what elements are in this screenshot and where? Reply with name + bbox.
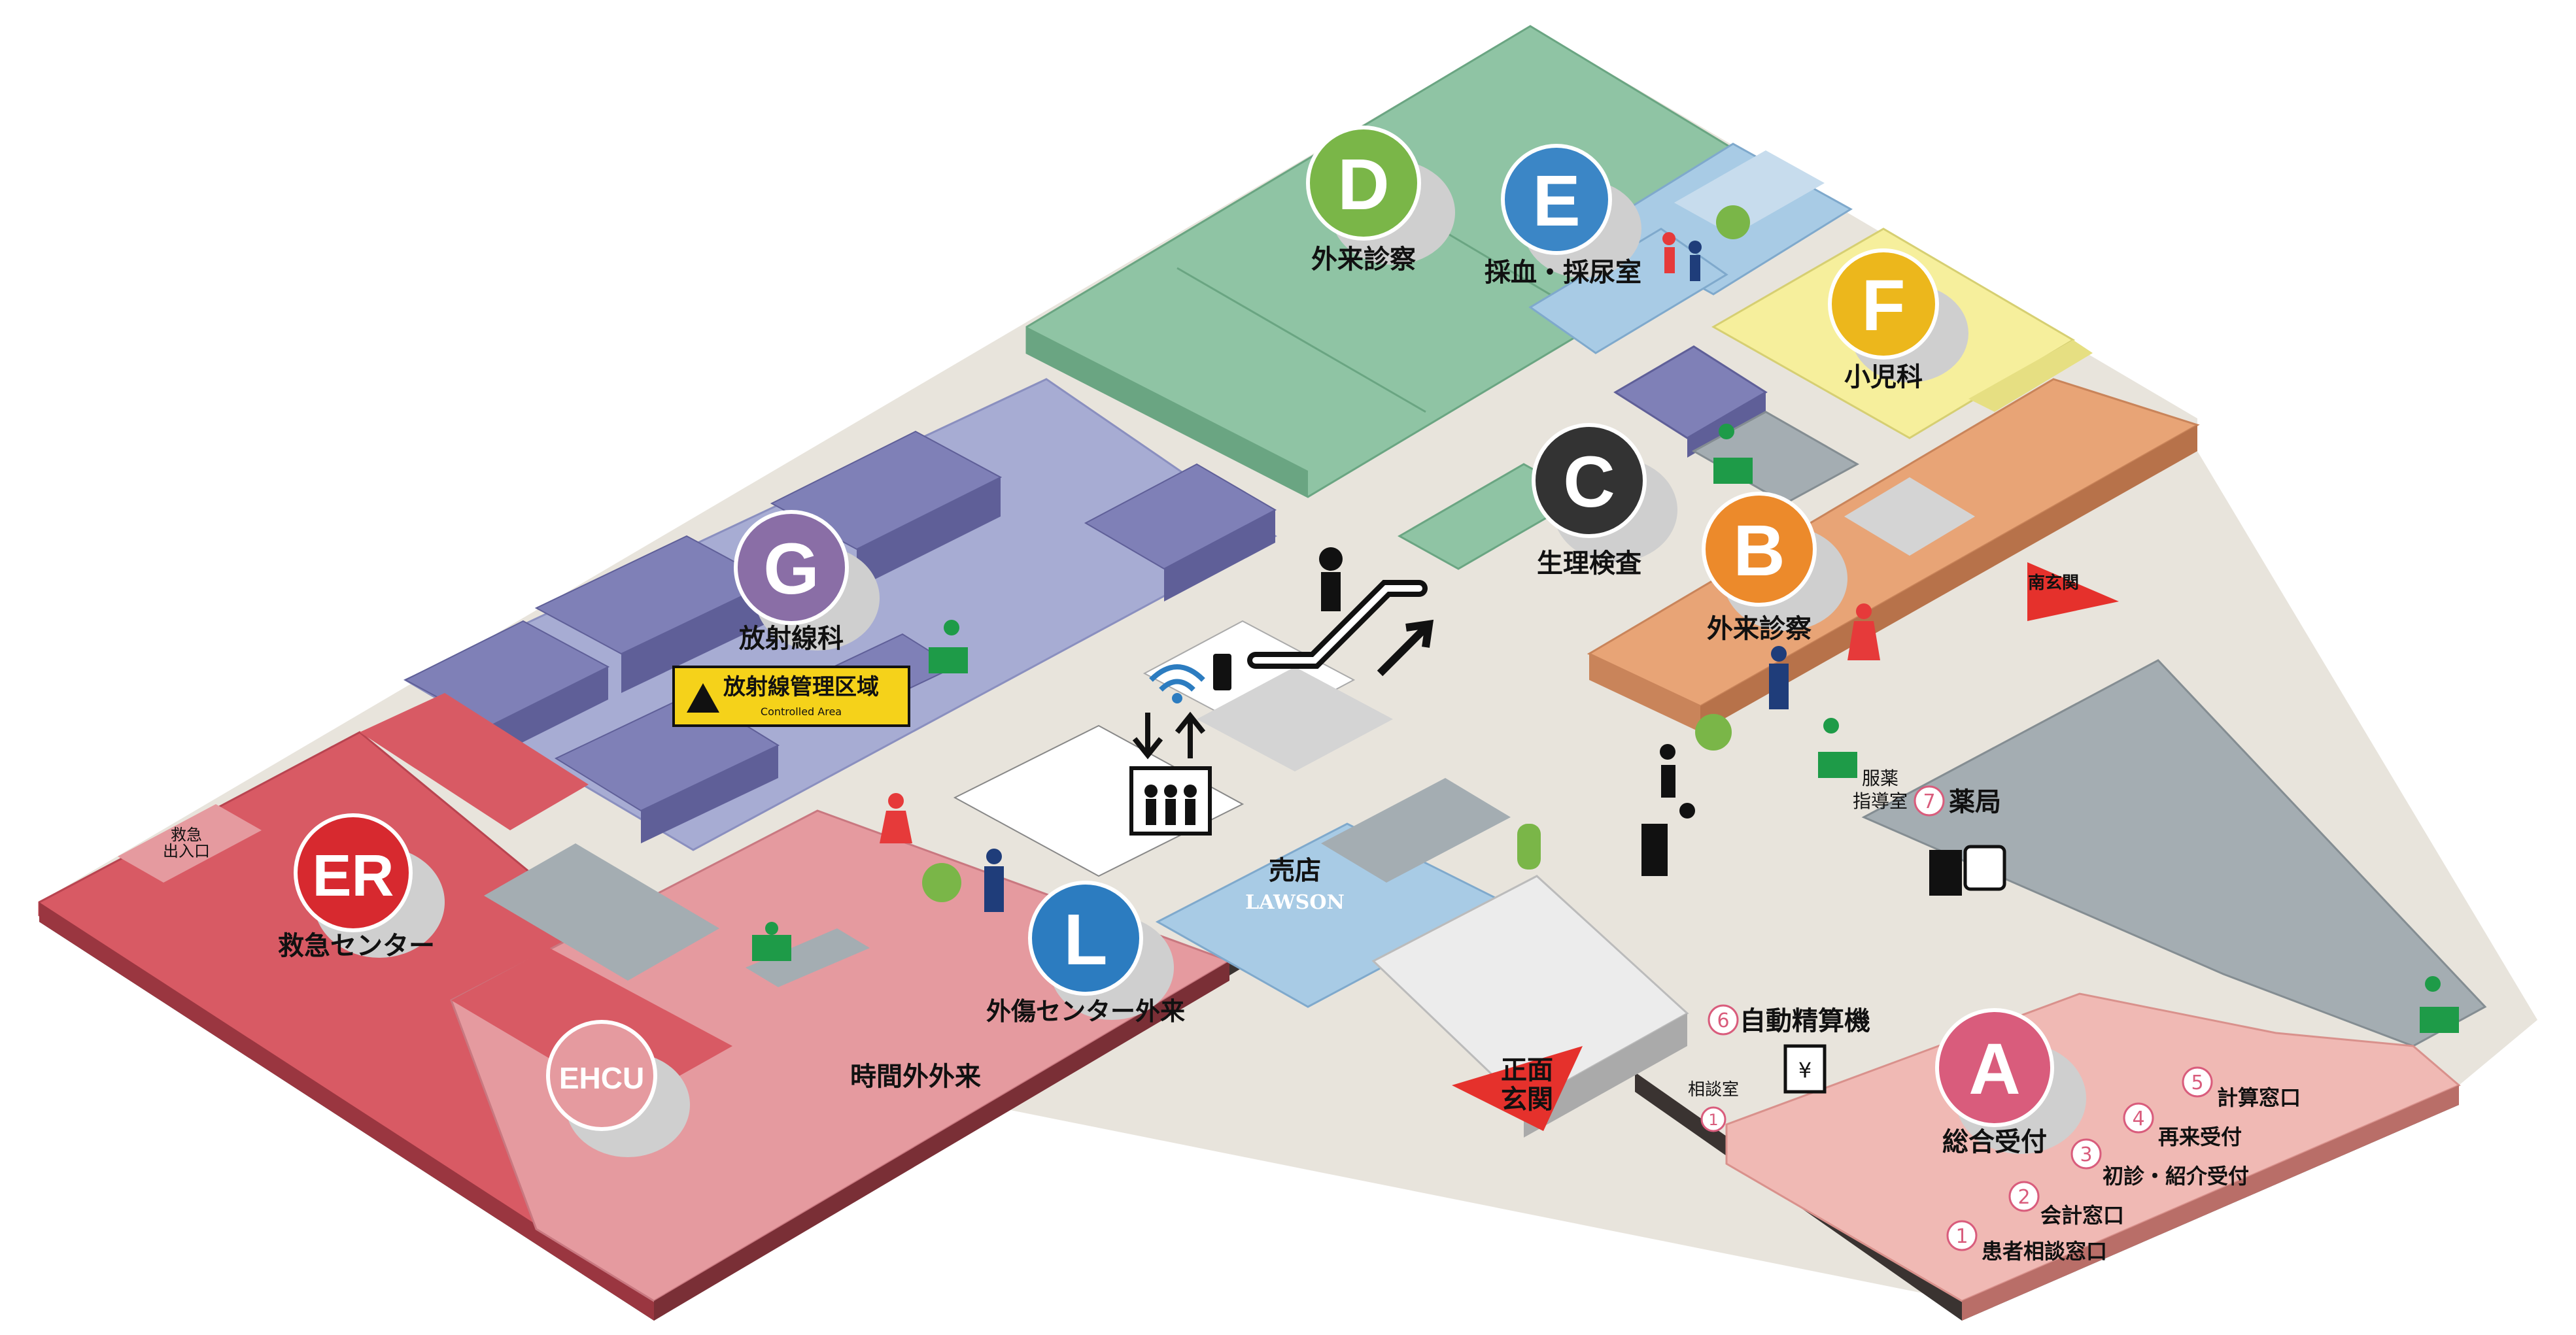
restroom-icons-e <box>1662 205 1750 281</box>
telephone-icon <box>1517 824 1541 870</box>
dept-d-label: 外来診察 <box>1311 245 1416 275</box>
radiation-warning-sign: 放射線管理区域 Controlled Area <box>672 666 910 727</box>
wifi-icon <box>1149 664 1205 703</box>
dept-a-letter: A <box>1968 1029 2020 1109</box>
area-er-red <box>38 693 656 1321</box>
dept-b-letter: B <box>1733 511 1785 591</box>
main-entrance-structure <box>1371 875 1689 1138</box>
escalator-icon <box>1247 547 1434 677</box>
counter-3: 3 初診・紹介受付 <box>2070 1138 2249 1189</box>
counter-5-label: 計算窓口 <box>2217 1085 2301 1110</box>
dept-marker-d: D 外来診察 <box>1306 126 1455 275</box>
counter-1-num: 1 <box>1955 1225 1968 1248</box>
auto-payment-num: 6 <box>1717 1009 1729 1032</box>
counter-4: 4 再来受付 <box>2123 1102 2242 1149</box>
dept-g-label: 放射線科 <box>739 624 844 654</box>
warning-sub-label: Controlled Area <box>761 705 842 718</box>
restroom-female-icon <box>1847 603 1880 660</box>
dept-c-letter: C <box>1563 442 1615 522</box>
dept-er-letter: ER <box>312 843 394 909</box>
dept-marker-e: E 採血・採尿室 <box>1485 144 1641 288</box>
dept-marker-er: ER 救急センター <box>278 813 445 961</box>
pharmacy-label-group: 7 薬局 <box>1914 785 2001 817</box>
lawson-label: LAWSON <box>1245 891 1345 914</box>
dept-f-letter: F <box>1861 265 1905 346</box>
emergency-exit-icon <box>746 922 870 987</box>
south-entrance-label: 南玄関 <box>2028 573 2079 593</box>
emergency-entrance-label-1: 救急 <box>171 826 202 844</box>
pharmacy-icon <box>1929 845 2006 896</box>
information-icon <box>1641 744 1695 876</box>
dept-e-letter: E <box>1532 161 1580 241</box>
dept-g-letter: G <box>763 529 819 609</box>
dept-marker-c: C 生理検査 <box>1532 423 1677 579</box>
dept-d-letter: D <box>1337 144 1389 225</box>
consult-room-num: 1 <box>1708 1111 1718 1129</box>
dept-marker-a: A 総合受付 <box>1935 1008 2086 1157</box>
dept-b-label: 外来診察 <box>1707 614 1812 644</box>
consult-room-group: 相談室 1 <box>1688 1080 1739 1132</box>
counter-3-num: 3 <box>2080 1143 2092 1166</box>
ehcu-label: EHCU <box>559 1061 644 1095</box>
restroom-male-icon <box>984 849 1004 912</box>
counter-4-label: 再来受付 <box>2158 1124 2242 1149</box>
area-er-gray <box>484 843 719 981</box>
warning-main-label: 放射線管理区域 <box>723 674 879 700</box>
emergency-exit-icon <box>1818 718 1857 778</box>
shop-label: 売店 <box>1269 856 1321 886</box>
emergency-entrance-label-2: 出入口 <box>163 842 210 860</box>
south-entrance-arrow <box>2027 562 2119 621</box>
area-d-green <box>1025 25 1813 498</box>
counter-2-label: 会計窓口 <box>2040 1203 2124 1228</box>
dept-f-label: 小児科 <box>1844 362 1923 392</box>
wheelchair-icon <box>1695 714 1732 751</box>
main-entrance-label-2: 玄関 <box>1501 1085 1553 1115</box>
mobile-phone-icon <box>1213 654 1231 690</box>
counter-1: 1 患者相談窓口 <box>1946 1220 2107 1264</box>
emergency-exit-icon <box>2420 976 2459 1033</box>
counter-2-num: 2 <box>2018 1186 2030 1209</box>
wheelchair-icon <box>922 863 961 902</box>
dept-c-label: 生理検査 <box>1537 549 1641 579</box>
dept-marker-b: B 外来診察 <box>1702 492 1847 644</box>
elevator-icon <box>1129 711 1212 836</box>
dept-marker-l: L 外傷センター外来 <box>986 881 1185 1026</box>
med-guidance-label-2: 指導室 <box>1853 790 1908 812</box>
dept-marker-f: F 小児科 <box>1828 248 1968 392</box>
emergency-exit-icon <box>1713 424 1753 484</box>
ehcu-marker: EHCU <box>546 1020 690 1157</box>
restroom-female-icon <box>880 793 912 843</box>
pharmacy-label: 薬局 <box>1949 787 2001 817</box>
area-c-gray <box>1691 411 1975 556</box>
time-outside-label: 時間外外来 <box>850 1062 981 1092</box>
central-elevator-hall <box>953 620 1393 877</box>
auto-payment-label-group: 6 自動精算機 <box>1708 1004 1870 1036</box>
dept-er-label: 救急センター <box>278 931 435 961</box>
main-entrance-arrow <box>1452 1046 1583 1131</box>
emergency-exit-icon <box>929 620 968 673</box>
dept-l-label: 外傷センター外来 <box>986 997 1185 1026</box>
auto-payment-label: 自動精算機 <box>1740 1006 1870 1036</box>
dept-marker-g: G 放射線科 <box>734 510 880 654</box>
restroom-male-icon <box>1769 646 1789 709</box>
counter-4-num: 4 <box>2132 1107 2144 1130</box>
consult-room-label: 相談室 <box>1688 1080 1739 1100</box>
dept-a-label: 総合受付 <box>1942 1127 2047 1157</box>
counter-5-num: 5 <box>2191 1072 2203 1094</box>
counter-5: 5 計算窓口 <box>2182 1066 2301 1110</box>
dept-e-label: 採血・採尿室 <box>1485 258 1641 288</box>
dept-l-letter: L <box>1063 900 1107 980</box>
counter-2: 2 会計窓口 <box>2008 1181 2124 1228</box>
counter-3-label: 初診・紹介受付 <box>2103 1164 2249 1189</box>
pharmacy-num: 7 <box>1923 790 1935 813</box>
payment-machine-icon: ¥ <box>1783 1044 1827 1094</box>
svg-text:¥: ¥ <box>1798 1058 1812 1083</box>
counter-1-label: 患者相談窓口 <box>1982 1239 2107 1264</box>
main-entrance-label-1: 正面 <box>1501 1055 1553 1085</box>
med-guidance-label-1: 服薬 <box>1862 768 1898 789</box>
